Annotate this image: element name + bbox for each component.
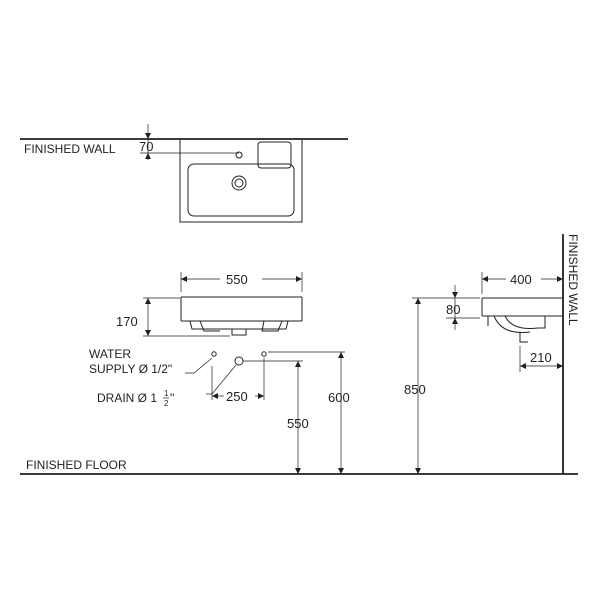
dim-70-text: 70 xyxy=(139,139,153,154)
dim-550h-text: 550 xyxy=(287,416,309,431)
dim-170-arrow-bottom xyxy=(145,330,151,336)
plan-view: FINISHED WALL 70 xyxy=(20,124,348,223)
dim-250-arrow-left xyxy=(212,393,218,399)
front-elevation: 550 170 WATER SUPPLY Ø 1/2" DRAIN Ø 1 1 … xyxy=(89,272,350,474)
dim-400-text: 400 xyxy=(510,272,532,287)
plan-finished-wall-label: FINISHED WALL xyxy=(24,142,116,156)
drain-fraction-num: 1 xyxy=(164,389,169,398)
plan-basin-shelf xyxy=(257,141,292,169)
dim-600-arrow-top xyxy=(338,352,344,358)
dim-170-arrow-top xyxy=(145,298,151,304)
water-supply-point xyxy=(211,351,217,357)
dim-400-arrow-left xyxy=(482,276,488,282)
side-bowl-curve-inner xyxy=(504,315,546,329)
dim-170-text: 170 xyxy=(116,314,138,329)
dim-600-text: 600 xyxy=(328,390,350,405)
side-elevation: FINISHED WALL 400 80 850 210 xyxy=(404,234,580,474)
dim-80-arrow-top xyxy=(452,292,458,298)
dim-850-text: 850 xyxy=(404,382,426,397)
drain-point xyxy=(234,356,244,366)
dim-600-arrow-bottom xyxy=(338,468,344,474)
front-bracket-right xyxy=(261,320,283,332)
dim-210-arrow-right xyxy=(557,363,563,369)
dim-70-arrow-top xyxy=(145,133,151,139)
dim-550h-arrow-top xyxy=(295,361,301,367)
dim-70-arrow-bottom xyxy=(145,153,151,159)
floor: FINISHED FLOOR xyxy=(20,458,578,475)
front-bowl-underside xyxy=(189,320,289,330)
side-finished-wall-label: FINISHED WALL xyxy=(566,234,580,326)
drain-label-suffix: " xyxy=(170,391,174,405)
dim-80-text: 80 xyxy=(446,302,460,317)
water-supply-point-right xyxy=(261,351,267,357)
dim-210-arrow-left xyxy=(520,363,526,369)
side-bowl-curve xyxy=(493,315,531,333)
dim-850-arrow-top xyxy=(415,298,421,304)
water-supply-label-2: SUPPLY Ø 1/2" xyxy=(89,362,172,376)
dim-400-arrow-right xyxy=(557,276,563,282)
dim-550w-text: 550 xyxy=(226,272,248,287)
water-supply-label-1: WATER xyxy=(89,347,131,361)
drain-label-text: DRAIN Ø 1 xyxy=(97,391,157,405)
dim-850-arrow-bottom xyxy=(415,468,421,474)
drain-label: DRAIN Ø 1 1 2 " xyxy=(97,389,174,408)
drain-fraction-den: 2 xyxy=(164,399,169,408)
water-supply-leader xyxy=(185,357,213,374)
dim-210-text: 210 xyxy=(530,350,552,365)
plan-basin-outline xyxy=(179,139,303,223)
dim-550w-arrow-left xyxy=(181,276,187,282)
dim-250-text: 250 xyxy=(226,389,248,404)
side-drain-pipe xyxy=(519,333,528,343)
front-drain-outlet xyxy=(231,328,247,336)
plan-tap-hole xyxy=(235,151,243,159)
finished-floor-label: FINISHED FLOOR xyxy=(26,458,127,472)
plan-drain-inner xyxy=(234,178,244,188)
plan-basin-bowl xyxy=(187,163,295,217)
dim-550w-arrow-right xyxy=(296,276,302,282)
front-bracket-left xyxy=(199,320,220,332)
dim-550h-arrow-bottom xyxy=(295,468,301,474)
dim-250-arrow-right xyxy=(258,393,264,399)
plan-drain-outer xyxy=(231,175,247,191)
dim-80-arrow-bottom xyxy=(452,318,458,324)
